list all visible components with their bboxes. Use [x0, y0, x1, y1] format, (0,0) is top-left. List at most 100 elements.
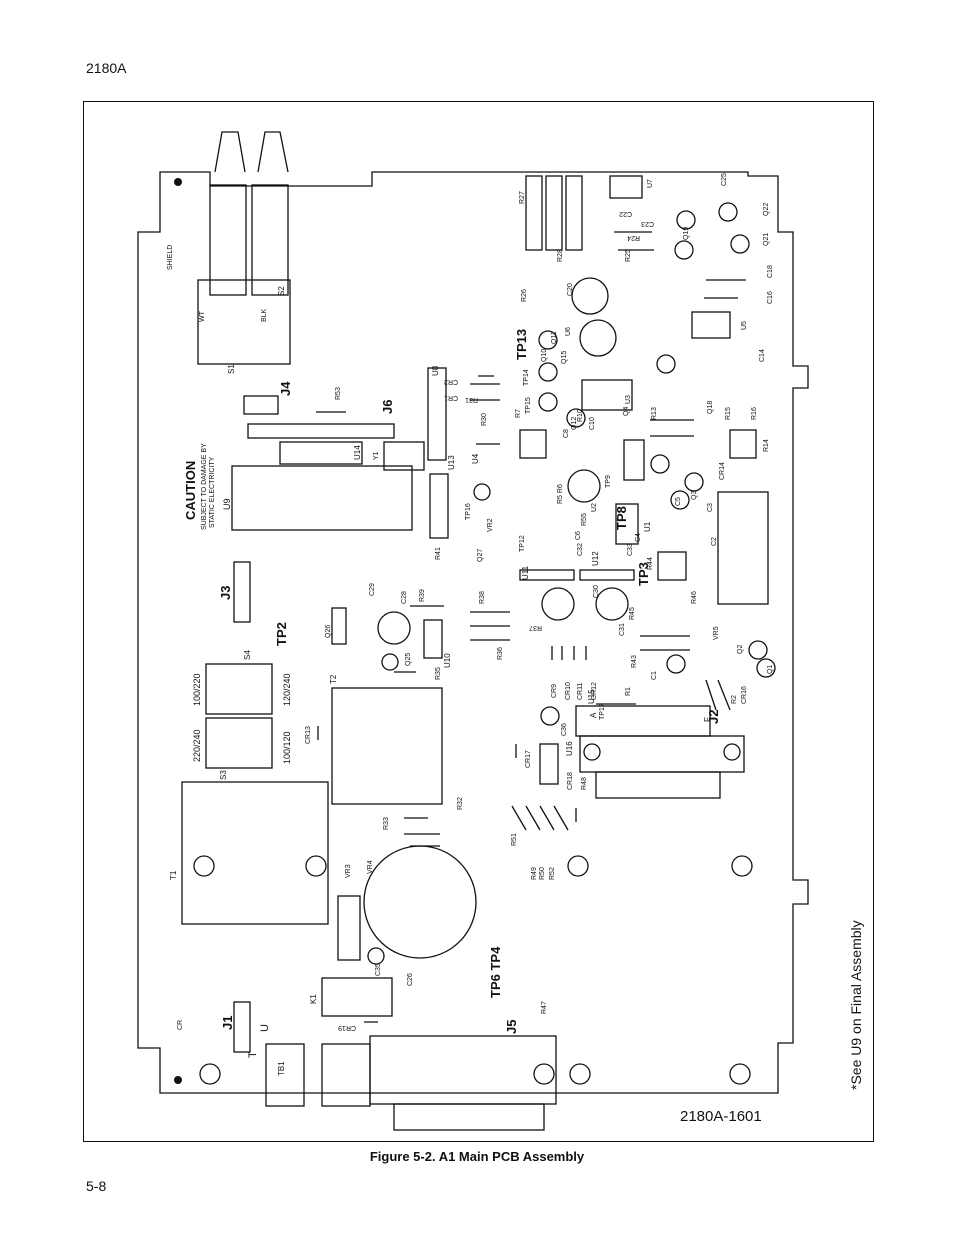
resistor-r28a — [545, 175, 563, 251]
label-u3: U3 — [625, 395, 632, 404]
label-j6: J6 — [380, 400, 395, 414]
label-u1: U1 — [643, 521, 652, 532]
label-t2: T2 — [329, 674, 338, 684]
ic-u1 — [615, 503, 639, 545]
label-a: A — [589, 712, 598, 718]
label-tp16: TP16 — [465, 503, 472, 520]
label-c16: C16 — [767, 291, 774, 304]
label-q18: Q18 — [707, 401, 714, 414]
label-q3: Q3 — [691, 491, 698, 500]
label-r10: R10 — [577, 409, 584, 422]
label-u9: U9 — [222, 498, 232, 510]
terminal-block-tb1 — [265, 1043, 305, 1107]
mounting-hole — [731, 855, 753, 877]
label-r14: R14 — [763, 439, 770, 452]
switch-s4 — [205, 663, 273, 715]
label-r2: R2 — [731, 695, 738, 704]
label-q19: Q19 — [683, 227, 690, 240]
plug-2 — [257, 131, 289, 173]
label-r41: R41 — [435, 547, 442, 560]
label-cr18: CR18 — [567, 772, 574, 790]
label-c22: C22 — [619, 210, 632, 217]
label-r48: R48 — [581, 777, 588, 790]
trimmer-r7 — [519, 429, 547, 459]
label-cr9: CR9 — [551, 684, 558, 698]
label-tp8: TP8 — [614, 506, 629, 530]
terminal-block — [321, 1043, 371, 1107]
page-header: 2180A — [86, 60, 127, 76]
ic-u9 — [231, 465, 413, 531]
label-tp9: TP9 — [605, 475, 612, 488]
label-q11: Q11 — [551, 331, 558, 344]
label-u14: U14 — [353, 445, 362, 460]
label-c1: C1 — [651, 671, 658, 680]
page-number: 5-8 — [86, 1178, 107, 1194]
label-c25: C25 — [721, 173, 728, 186]
label-vr2: VR2 — [487, 518, 494, 532]
label-c23: C23 — [641, 220, 654, 227]
figure-number: 2180A-1601 — [680, 1108, 762, 1125]
label-f: F — [703, 717, 712, 722]
label-cr12: CR12 — [591, 682, 598, 700]
label-r28: R28 — [557, 249, 564, 262]
label-r47: R47 — [541, 1001, 548, 1014]
relay-cr — [337, 895, 361, 961]
label-r33: R33 — [383, 817, 390, 830]
label-j5: J5 — [504, 1020, 519, 1034]
label-cr16: CR16 — [741, 686, 748, 704]
label-c29: C29 — [369, 583, 376, 596]
label-shield-label: SHIELD — [167, 245, 174, 270]
label-s1: S1 — [227, 364, 236, 374]
label-c32: C32 — [577, 543, 584, 556]
label-q25: Q25 — [405, 653, 412, 666]
label-r43: R43 — [631, 655, 638, 668]
label-r46: R46 — [691, 591, 698, 604]
label-c5: C5 — [675, 497, 682, 506]
label-caution-title: CAUTION — [183, 461, 198, 520]
label-c2: C2 — [711, 537, 718, 546]
label-r30: R30 — [481, 413, 488, 426]
label-q10: Q10 — [541, 349, 548, 362]
label-r16: R16 — [751, 407, 758, 420]
label-r24: R24 — [627, 234, 640, 241]
label-cr: CR — [177, 1020, 184, 1030]
label-c31: C31 — [619, 623, 626, 636]
connector-j5-shell — [393, 1103, 545, 1131]
label-vr4: VR4 — [367, 860, 374, 874]
label-q27: Q27 — [477, 549, 484, 562]
label-c36: C36 — [561, 723, 568, 736]
connector-j1 — [233, 1001, 251, 1053]
label-tp6tp4: TP6 TP4 — [488, 946, 503, 998]
label-c8: C8 — [563, 429, 570, 438]
label-y1: Y1 — [373, 451, 380, 460]
label-tp14: TP14 — [523, 369, 530, 386]
label-c10: C10 — [589, 417, 596, 430]
label-u16: U16 — [565, 741, 574, 756]
label-u5: U5 — [741, 321, 748, 330]
connector-j2-shell — [595, 771, 721, 799]
ic-u8 — [427, 367, 447, 461]
mounting-hole — [723, 743, 741, 761]
label-cr13: CR13 — [305, 726, 312, 744]
connector-j6 — [247, 423, 395, 439]
label-r38: R38 — [479, 591, 486, 604]
label-tp15: TP15 — [525, 397, 532, 414]
label-u10: U10 — [443, 653, 452, 668]
relay-k1 — [321, 977, 393, 1017]
label-cr10: CR10 — [565, 682, 572, 700]
label-c4: C4 — [635, 533, 642, 542]
label-s3: S3 — [219, 770, 228, 780]
ic-u11 — [519, 569, 575, 581]
label-blk-label: BLK — [261, 308, 268, 322]
label-j1: J1 — [220, 1016, 235, 1030]
label-c20: C20 — [567, 283, 574, 296]
label-r32: R32 — [457, 797, 464, 810]
connector-j4 — [243, 395, 279, 415]
label-r53: R53 — [335, 387, 342, 400]
label-r13: R13 — [651, 407, 658, 420]
ic-u13 — [429, 473, 449, 539]
label-c28: C28 — [401, 591, 408, 604]
label-u12: U12 — [591, 551, 600, 566]
label-q22: Q22 — [763, 203, 770, 216]
